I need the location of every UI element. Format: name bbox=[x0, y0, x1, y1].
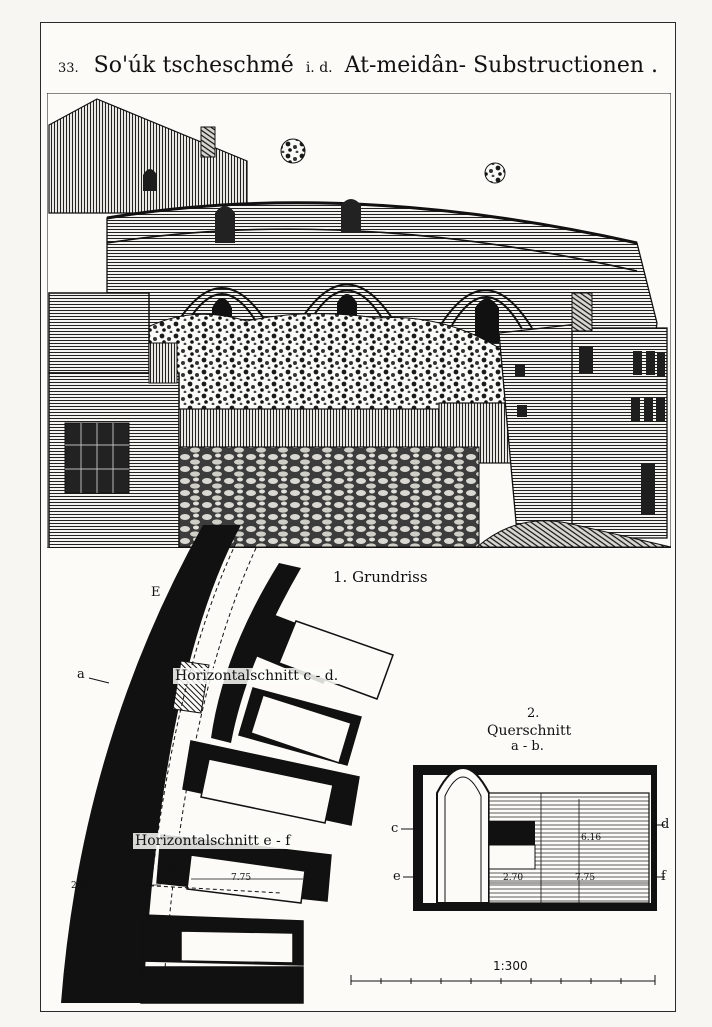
section-dim-h2: 2.70 bbox=[503, 873, 524, 883]
scale-bar bbox=[350, 975, 656, 985]
architectural-plans bbox=[61, 525, 665, 1004]
plan-dim-b: 2.70 bbox=[157, 865, 178, 875]
letter-f: f bbox=[661, 869, 666, 884]
title-abbreviation: i. d. bbox=[305, 60, 333, 76]
letter-E: E bbox=[151, 585, 161, 600]
plan-dim-width: 7.75 bbox=[231, 873, 252, 883]
grundriss-plan bbox=[61, 525, 394, 1004]
querschnitt-number: 2. bbox=[527, 706, 540, 721]
plate-page: 33. So'úk tscheschmé i. d. At-meidân- Su… bbox=[40, 22, 676, 1012]
horizontalschnitt-cd-label: Horizontalschnitt c - d. bbox=[173, 668, 341, 684]
scale-label: 1:300 bbox=[493, 959, 528, 973]
section-dim-width: 7.75 bbox=[575, 873, 596, 883]
letter-e: e bbox=[393, 869, 401, 884]
horizontalschnitt-ef-label: Horizontalschnitt e - f bbox=[133, 833, 293, 849]
grundriss-label: 1. Grundriss bbox=[333, 568, 428, 586]
section-dim-h1: 6.16 bbox=[581, 833, 602, 843]
plate-number: 33. bbox=[57, 61, 79, 76]
plan-dim-a: 2.75 bbox=[71, 881, 92, 891]
querschnitt-ab-label: a - b. bbox=[511, 739, 544, 754]
plate-title: 33. So'úk tscheschmé i. d. At-meidân- Su… bbox=[41, 53, 675, 78]
engraving-illustration bbox=[47, 93, 671, 548]
letter-b: b bbox=[351, 775, 360, 790]
title-part-a: So'úk tscheschmé bbox=[93, 53, 294, 78]
letter-d: d bbox=[661, 817, 670, 832]
letter-a: a bbox=[77, 667, 85, 682]
letter-c: c bbox=[391, 821, 399, 836]
querschnitt-section bbox=[401, 765, 665, 911]
querschnitt-label: Querschnitt bbox=[487, 723, 572, 739]
title-part-b: At-meidân- Substructionen . bbox=[344, 53, 659, 78]
